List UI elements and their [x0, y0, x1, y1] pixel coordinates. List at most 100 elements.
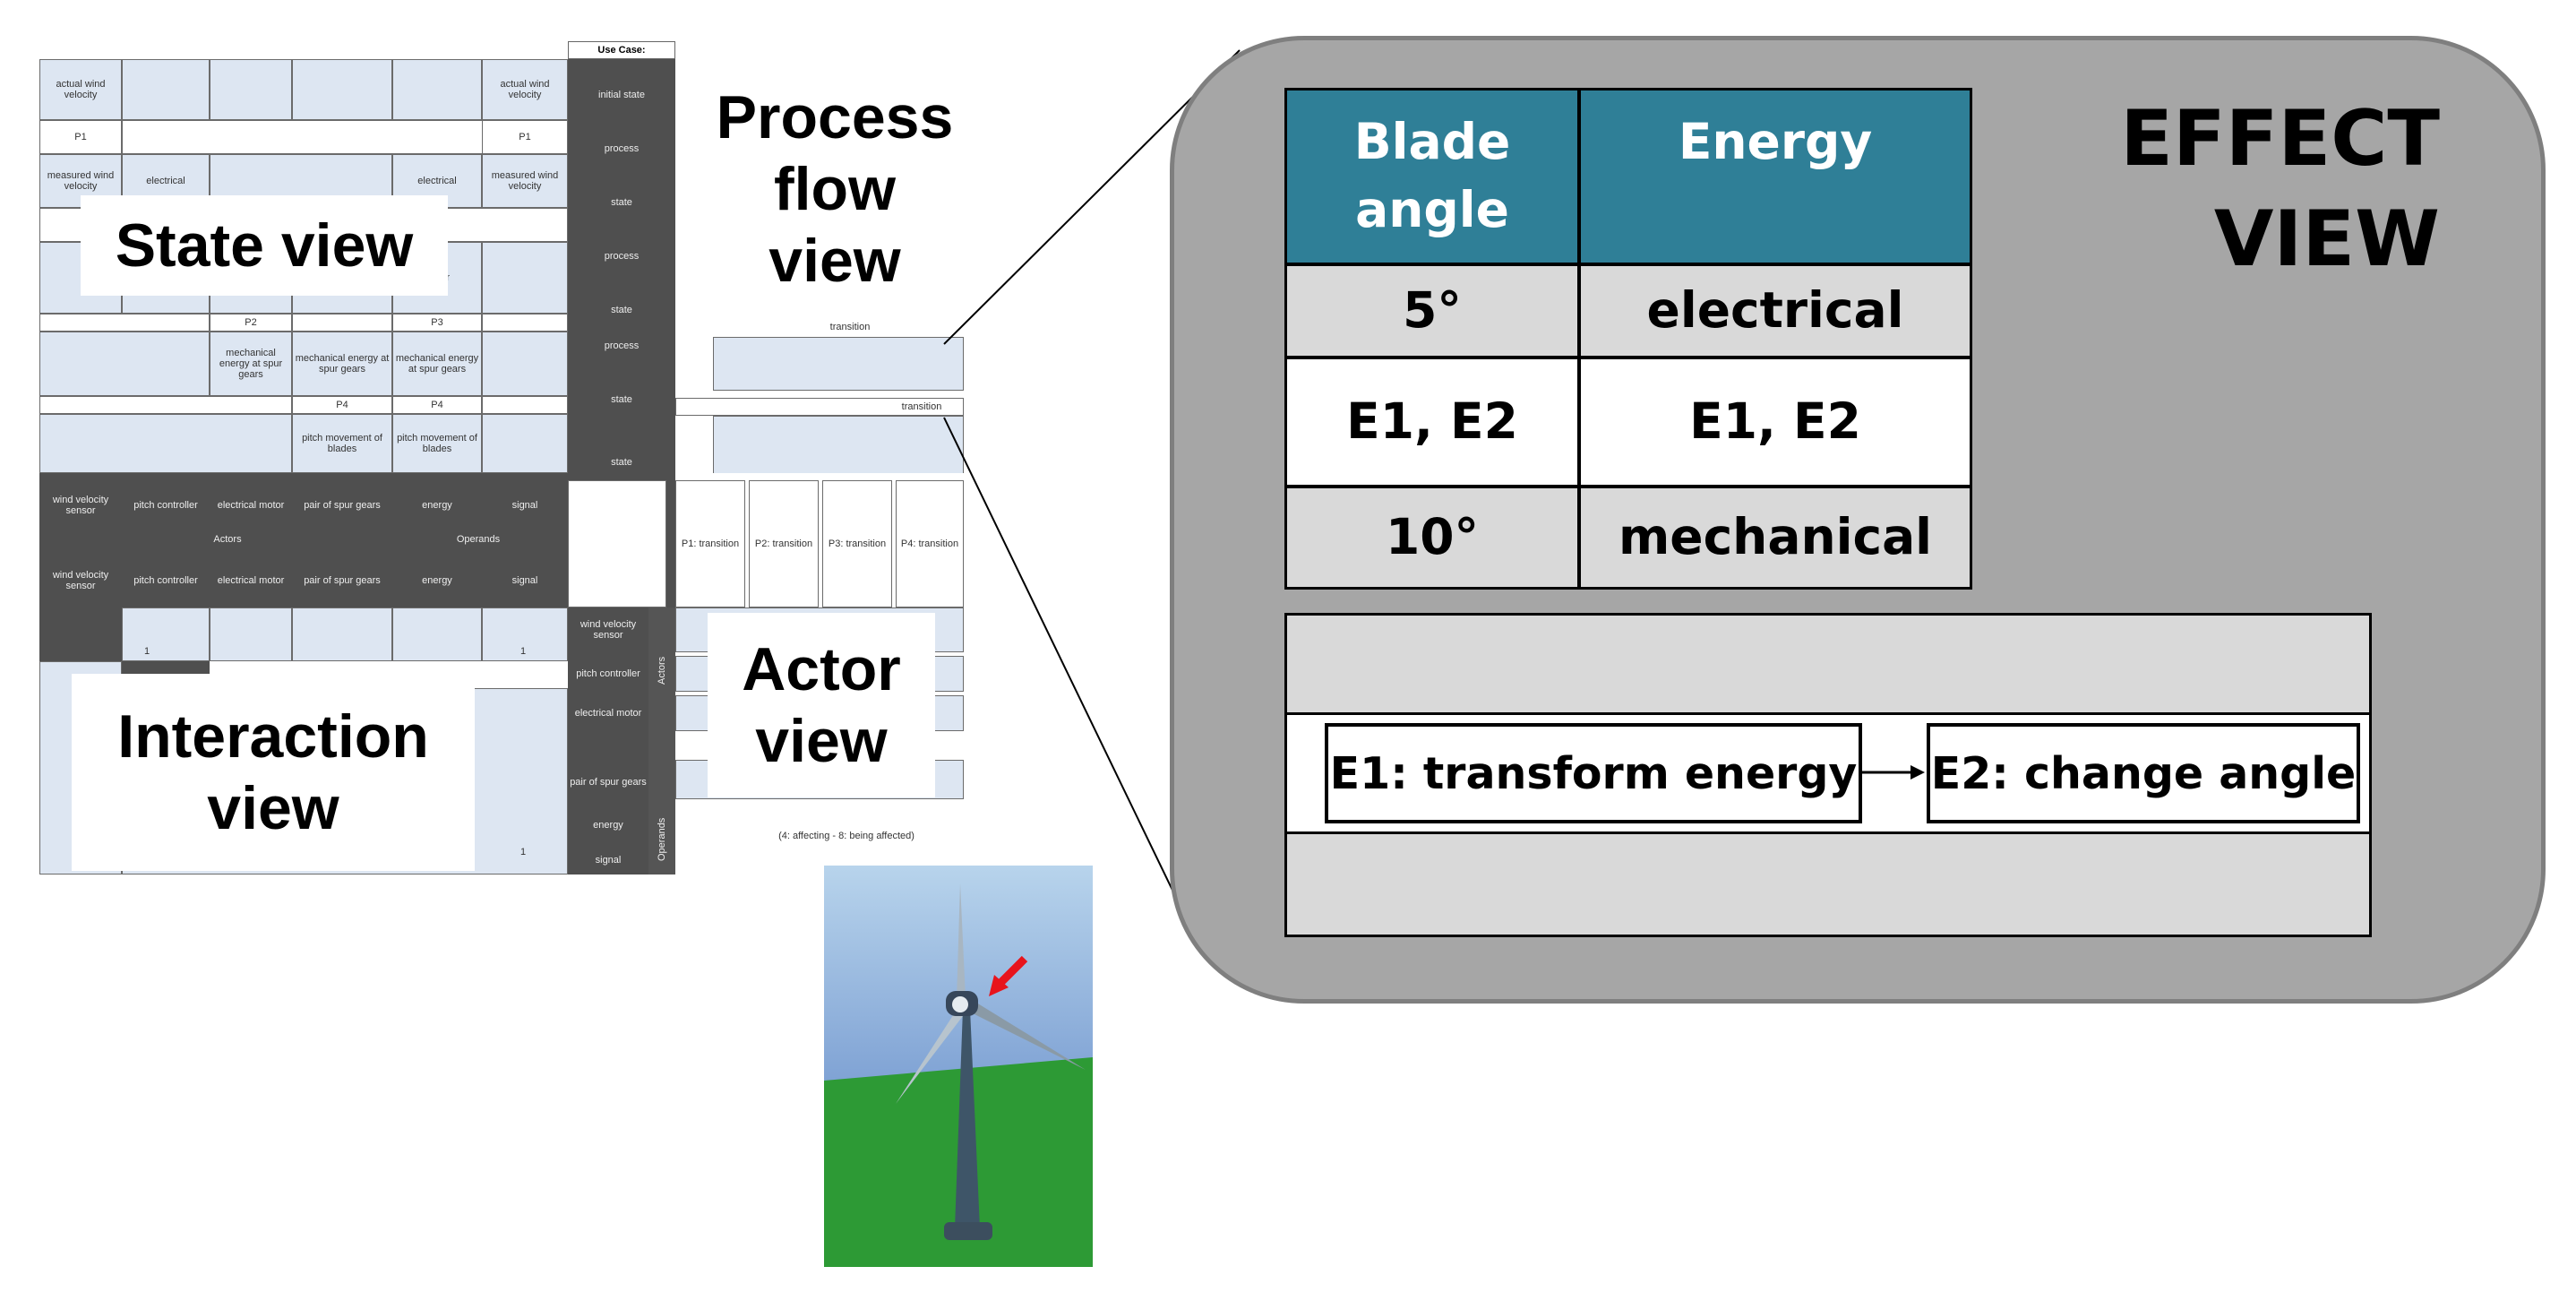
- state-cell: [482, 414, 568, 473]
- effect-e1-box: E1: transform energy: [1325, 723, 1862, 823]
- process-cell: P1: [482, 120, 568, 154]
- wind-turbine-graphic: [824, 866, 1093, 1267]
- process-flow-view-label: Process flow view: [691, 59, 978, 319]
- table-cell: 5°: [1287, 266, 1577, 356]
- table-cell: 10°: [1287, 488, 1577, 587]
- transition-col-header: P2: transition: [749, 480, 819, 607]
- actor-side-column: Actors Operands: [648, 607, 675, 875]
- process-cell: [39, 314, 210, 332]
- process-cell: [39, 396, 292, 414]
- transition-row: [675, 398, 964, 416]
- process-cell: [292, 314, 392, 332]
- state-grid: actual wind velocity actual wind velocit…: [39, 59, 568, 453]
- interaction-cell: [392, 607, 482, 661]
- actor-col-header: wind velocity sensor: [52, 569, 109, 591]
- row-label: state: [611, 393, 632, 405]
- interaction-mark: 1: [519, 645, 527, 657]
- transition-label: transition: [901, 401, 942, 412]
- transition-cell: [713, 416, 964, 480]
- actor-col-header: pair of spur gears: [304, 499, 381, 511]
- state-view-label: State view: [81, 195, 448, 296]
- actor-col-header: energy: [422, 499, 452, 511]
- actor-legend: (4: affecting - 8: being affected): [778, 830, 914, 841]
- transition-cell: [713, 337, 964, 391]
- actor-col-header: energy: [422, 574, 452, 586]
- row-label: initial state: [598, 89, 645, 100]
- actor-col-header: signal: [511, 574, 538, 586]
- actor-row-label: energy: [593, 819, 623, 831]
- state-cell: pitch movement of blades: [292, 414, 392, 473]
- state-cell: pitch movement of blades: [392, 414, 482, 473]
- transition-label: transition: [829, 321, 871, 332]
- row-label: process: [604, 250, 640, 262]
- table-cell: mechanical: [1581, 488, 1970, 587]
- actor-col-header: wind velocity sensor: [52, 494, 109, 516]
- row-label: process: [604, 142, 640, 154]
- use-case-label: Use Case:: [568, 41, 675, 59]
- transition-col-header: P4: transition: [896, 480, 964, 607]
- group-label: Operands: [456, 533, 501, 545]
- table-cell: E1, E2: [1287, 359, 1577, 485]
- process-cell: [482, 396, 568, 414]
- effect-table: Blade angle Energy 5° electrical E1, E2 …: [1284, 88, 1972, 590]
- transition-col-header: P3: transition: [822, 480, 892, 607]
- interaction-view-label: Interaction view: [72, 674, 475, 871]
- state-cell: [39, 332, 210, 396]
- actor-label-column: wind velocity sensor pitch controller el…: [568, 607, 648, 875]
- state-cell: mechanical energy at spur gears: [210, 332, 292, 396]
- interaction-cell: [482, 607, 568, 661]
- state-cell: [482, 332, 568, 396]
- state-cell: [210, 59, 292, 120]
- actor-col-header: pitch controller: [133, 499, 198, 511]
- actors-header: wind velocity sensor pitch controller el…: [39, 473, 568, 607]
- interaction-mark: 1: [143, 645, 150, 657]
- interaction-cell: [210, 607, 292, 661]
- state-grid-lower: pitch movement of blades pitch movement …: [39, 414, 568, 473]
- state-cell: [122, 59, 210, 120]
- group-label: Actors: [213, 533, 242, 545]
- actor-col-header: electrical motor: [217, 574, 285, 586]
- actor-row-label: pitch controller: [576, 668, 640, 679]
- row-label: process: [604, 340, 640, 351]
- actor-row-label: wind velocity sensor: [580, 618, 637, 641]
- process-cell: P2: [210, 314, 292, 332]
- effect-flow-box: E1: transform energy E2: change angle: [1284, 613, 2372, 937]
- process-cell: P1: [39, 120, 122, 154]
- interaction-mark: 1: [519, 846, 527, 857]
- actor-col-header: signal: [511, 499, 538, 511]
- flow-arrow-icon: [1862, 765, 1925, 780]
- row-label: state: [611, 196, 632, 208]
- table-header-energy: Energy: [1581, 90, 1970, 263]
- process-cell: P4: [292, 396, 392, 414]
- effect-view-title: EFFECT VIEW: [2120, 94, 2440, 284]
- state-cell: measured wind velocity: [482, 154, 568, 208]
- table-cell: E1, E2: [1581, 359, 1970, 485]
- state-cell: mechanical energy at spur gears: [392, 332, 482, 396]
- actor-col-header: electrical motor: [217, 499, 285, 511]
- table-header-blade-angle: Blade angle: [1287, 90, 1577, 263]
- state-cell: actual wind velocity: [482, 59, 568, 120]
- process-cell: P3: [392, 314, 482, 332]
- interaction-cell: [122, 607, 210, 661]
- transition-col-header: P1: transition: [675, 480, 745, 607]
- state-cell: [292, 59, 392, 120]
- process-cell: P4: [392, 396, 482, 414]
- interaction-cell: [292, 607, 392, 661]
- table-cell: electrical: [1581, 266, 1970, 356]
- interaction-dark-col: [39, 607, 122, 661]
- actor-row-label: signal: [595, 854, 622, 866]
- state-cell: actual wind velocity: [39, 59, 122, 120]
- row-label-column: Use Case: initial state process state pr…: [568, 41, 675, 480]
- actor-row-label: pair of spur gears: [570, 776, 647, 788]
- state-cell: mechanical energy at spur gears: [292, 332, 392, 396]
- actor-row-label: electrical motor: [574, 707, 642, 719]
- matrix-corner-white: [568, 480, 666, 607]
- red-arrow-icon: [996, 955, 1028, 987]
- state-cell: [39, 414, 292, 473]
- effect-e2-box: E2: change angle: [1927, 723, 2360, 823]
- process-cell: [482, 314, 568, 332]
- state-cell: [392, 59, 482, 120]
- row-label: state: [611, 456, 632, 468]
- transitions-header: P1: transition P2: transition P3: transi…: [675, 473, 964, 607]
- actor-col-header: pair of spur gears: [304, 574, 381, 586]
